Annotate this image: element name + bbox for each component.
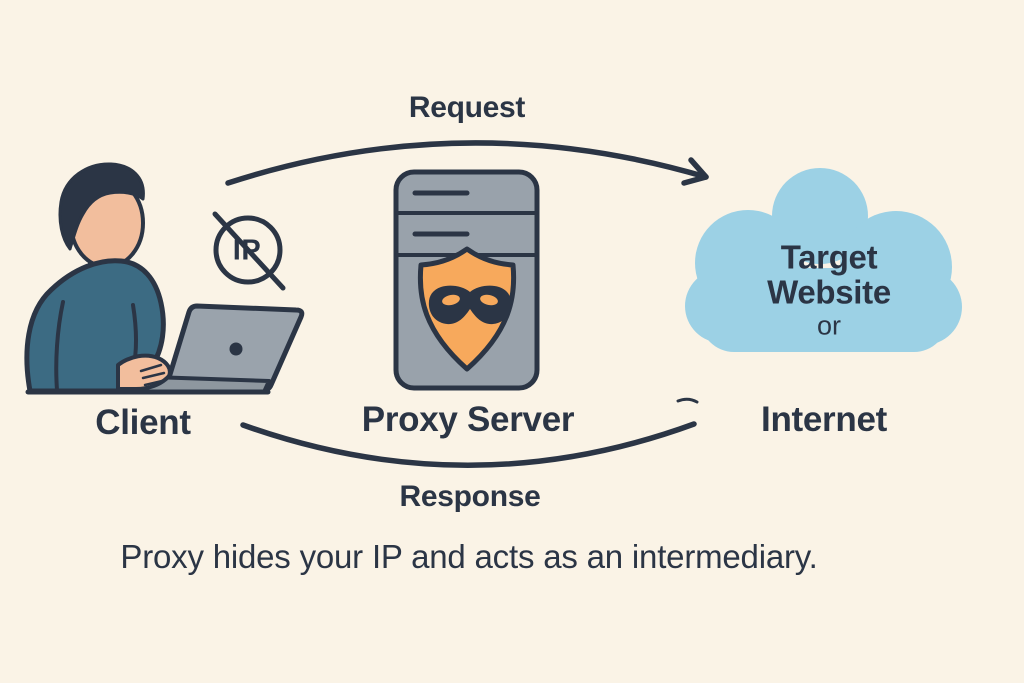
- proxy-server-label: Proxy Server: [361, 400, 575, 439]
- cloud-text-line3: or: [816, 310, 842, 341]
- mask-eye-right: [480, 294, 498, 306]
- person-at-laptop-icon: [24, 162, 305, 395]
- ip-slash: [212, 211, 286, 291]
- cloud-text: Target Website or: [767, 240, 891, 343]
- response-arrow-tick: [676, 397, 699, 404]
- person-hair: [58, 162, 145, 251]
- ip-blocked-icon: [212, 211, 286, 291]
- server-with-mask-shield-icon: [393, 169, 540, 391]
- response-label: Response: [399, 480, 541, 513]
- internet-label: Internet: [761, 400, 887, 439]
- person-hand: [116, 353, 172, 391]
- cloud-icon: [685, 168, 962, 352]
- ip-badge-text: IP: [232, 234, 262, 267]
- cloud-text-line2: Website: [767, 273, 891, 311]
- cloud-text-line1: Target: [780, 238, 878, 276]
- request-label: Request: [408, 91, 526, 124]
- person-fingers: [139, 363, 166, 387]
- mask-eye-left: [442, 294, 460, 306]
- laptop-logo-dot: [229, 342, 243, 356]
- client-label: Client: [95, 403, 191, 442]
- caption-text: Proxy hides your IP and acts as an inter…: [120, 538, 818, 575]
- person-arm-seam-left: [54, 300, 65, 392]
- response-arrow: [240, 397, 699, 468]
- request-arrow: [225, 140, 709, 186]
